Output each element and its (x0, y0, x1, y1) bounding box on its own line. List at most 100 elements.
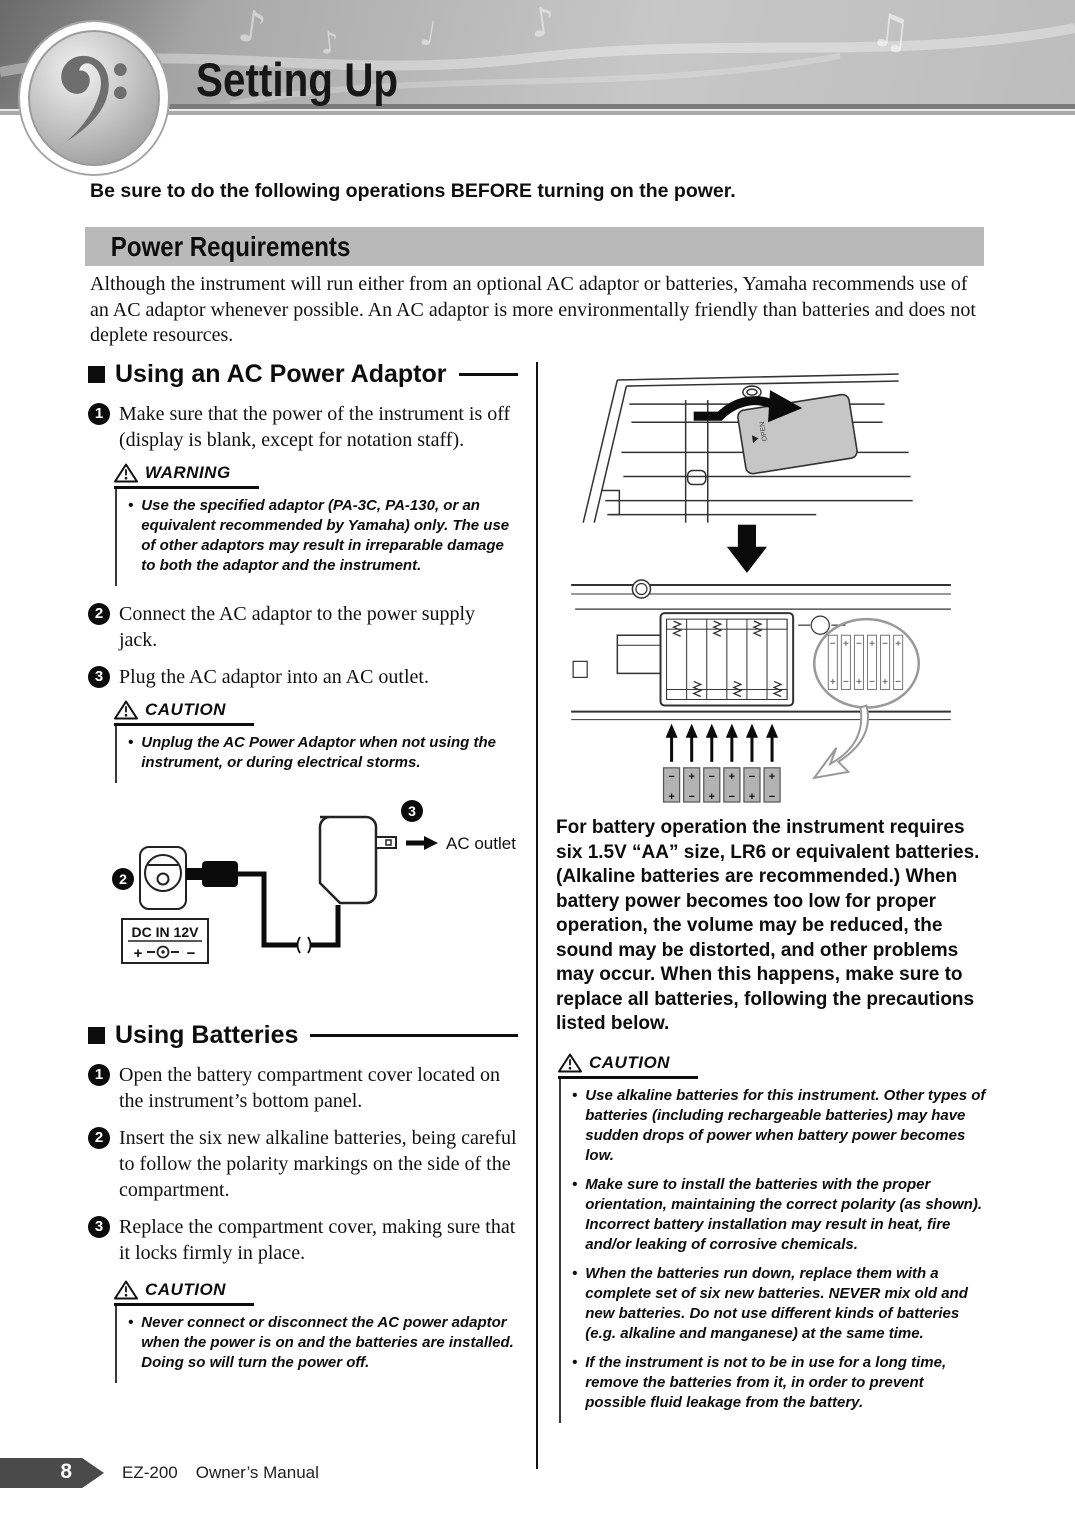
caution-item-text: Make sure to install the batteries with … (585, 1175, 982, 1253)
caution-item: • Never connect or disconnect the AC pow… (128, 1313, 518, 1373)
ac-adaptor-diagram: 2 DC IN 12V + − (112, 800, 516, 964)
battery-caution-box: CAUTION • Never connect or disconnect th… (114, 1280, 518, 1383)
warning-item-text: Use the specified adaptor (PA-3C, PA-130… (141, 497, 510, 574)
heading-rule (458, 372, 518, 376)
page-number-badge: 8 (0, 1458, 104, 1488)
dc-in-label: DC IN 12V (132, 924, 200, 940)
page-header: ♪ ♪ ♩ ♪ ♫ (0, 0, 1075, 104)
ac-step-2-text: Connect the AC adaptor to the power supp… (119, 603, 476, 651)
bass-clef-logo (20, 22, 168, 174)
header-rule-gap (0, 109, 1075, 111)
ac-caution-box: CAUTION • Unplug the AC Power Adaptor wh… (114, 700, 518, 783)
heading-rule (310, 1033, 518, 1037)
ac-outlet-label: AC outlet (446, 834, 516, 853)
battery-compartment-diagram: OPEN (571, 373, 951, 803)
step-number-badge: 3 (88, 666, 110, 688)
caution-header: CAUTION (114, 700, 254, 726)
polarity-inset (811, 617, 920, 780)
warning-label: WARNING (145, 463, 231, 482)
battery-heading-label: Using Batteries (115, 1020, 299, 1049)
step-number-badge: 3 (88, 1216, 110, 1238)
footer-model: EZ-200 (122, 1463, 178, 1482)
music-note-icon: ♫ (867, 1, 914, 61)
section-banner-title: Power Requirements (110, 231, 351, 262)
caution-item: • Make sure to install the batteries wit… (572, 1175, 986, 1255)
diagram-step-3-badge: 3 (408, 803, 416, 819)
battery-heading: Using Batteries (88, 1019, 518, 1051)
step-number-badge: 1 (88, 1064, 110, 1086)
bullet-icon: • (128, 734, 134, 751)
warning-triangle-icon (114, 1280, 138, 1300)
battery-polarity: − (749, 771, 755, 783)
bullet-icon: • (572, 1264, 578, 1282)
header-rule-light (0, 111, 1075, 115)
diagram-step-2-badge: 2 (119, 871, 127, 887)
warning-item: • Use the specified adaptor (PA-3C, PA-1… (128, 496, 518, 576)
battery-caution-box-right: CAUTION • Use alkaline batteries for thi… (558, 1053, 986, 1423)
footer-manual-label: Owner’s Manual (195, 1463, 319, 1482)
ac-step-2: 2 Connect the AC adaptor to the power su… (88, 601, 518, 653)
bass-clef-icon (61, 55, 127, 142)
header-rule-dark (0, 104, 1075, 109)
cover-open-label: OPEN (759, 421, 769, 442)
caution-label: CAUTION (589, 1052, 670, 1072)
step-number-badge: 2 (88, 1127, 110, 1149)
ac-step-3: 3 Plug the AC adaptor into an AC outlet. (88, 664, 518, 690)
caution-label: CAUTION (145, 700, 226, 719)
bullet-icon: • (572, 1353, 578, 1371)
caution-header: CAUTION (114, 1280, 254, 1306)
ac-step-1-text: Make sure that the power of the instrume… (119, 403, 511, 451)
battery-step-1: 1 Open the battery compartment cover loc… (88, 1062, 518, 1114)
battery-polarity: − (729, 791, 735, 803)
caution-item: • When the batteries run down, replace t… (572, 1264, 986, 1344)
battery-step-2: 2 Insert the six new alkaline batteries,… (88, 1125, 518, 1203)
ac-adaptor-heading: Using an AC Power Adaptor (88, 358, 518, 390)
caution-body: • Never connect or disconnect the AC pow… (115, 1306, 518, 1383)
battery-polarity: + (729, 771, 735, 783)
intro-text: Be sure to do the following operations B… (90, 180, 736, 202)
bullet-icon: • (128, 1314, 134, 1331)
warning-header: WARNING (114, 463, 259, 489)
caution-item-text: Never connect or disconnect the AC power… (141, 1314, 514, 1371)
ac-step-3-text: Plug the AC adaptor into an AC outlet. (119, 666, 429, 688)
warning-triangle-icon (114, 463, 138, 483)
battery-polarity: + (709, 791, 715, 803)
square-bullet-icon (88, 1026, 105, 1044)
caution-item-text: Unplug the AC Power Adaptor when not usi… (141, 734, 496, 771)
polarity-minus: − (187, 945, 196, 962)
ac-step-1: 1 Make sure that the power of the instru… (88, 401, 518, 453)
caution-item-text: Use alkaline batteries for this instrume… (585, 1086, 986, 1164)
battery-polarity: + (688, 771, 694, 783)
column-divider (536, 362, 538, 1469)
battery-polarity: + (749, 791, 755, 803)
lead-paragraph: Although the instrument will run either … (90, 273, 976, 346)
ac-adaptor-heading-label: Using an AC Power Adaptor (115, 359, 447, 388)
warning-triangle-icon (114, 700, 138, 720)
bullet-icon: • (128, 497, 134, 514)
right-column: OPEN (556, 372, 986, 1423)
battery-note: For battery operation the instrument req… (556, 817, 980, 1034)
caution-item: • Use alkaline batteries for this instru… (572, 1086, 986, 1166)
battery-step-1-text: Open the battery compartment cover locat… (119, 1064, 500, 1112)
battery-step-2-text: Insert the six new alkaline batteries, b… (119, 1127, 517, 1201)
caution-header: CAUTION (558, 1053, 698, 1079)
page-number: 8 (60, 1460, 72, 1483)
warning-box: WARNING • Use the specified adaptor (PA-… (114, 463, 518, 586)
warning-body: • Use the specified adaptor (PA-3C, PA-1… (115, 489, 518, 586)
caution-item-text: When the batteries run down, replace the… (585, 1264, 968, 1342)
bullet-icon: • (572, 1175, 578, 1193)
step-number-badge: 2 (88, 603, 110, 625)
battery-step-3: 3 Replace the compartment cover, making … (88, 1214, 518, 1266)
section-banner: Power Requirements (85, 227, 984, 266)
left-column: Using an AC Power Adaptor 1 Make sure th… (88, 358, 518, 1383)
caution-body: • Use alkaline batteries for this instru… (559, 1078, 986, 1423)
battery-polarity: − (688, 791, 694, 803)
header-swirl-decoration (0, 23, 1075, 104)
battery-polarity: − (668, 771, 674, 783)
battery-polarity: − (709, 771, 715, 783)
battery-step-3-text: Replace the compartment cover, making su… (119, 1216, 516, 1264)
caution-body: • Unplug the AC Power Adaptor when not u… (115, 726, 518, 783)
step-number-badge: 1 (88, 403, 110, 425)
footer-text: EZ-200 Owner’s Manual (122, 1463, 319, 1483)
